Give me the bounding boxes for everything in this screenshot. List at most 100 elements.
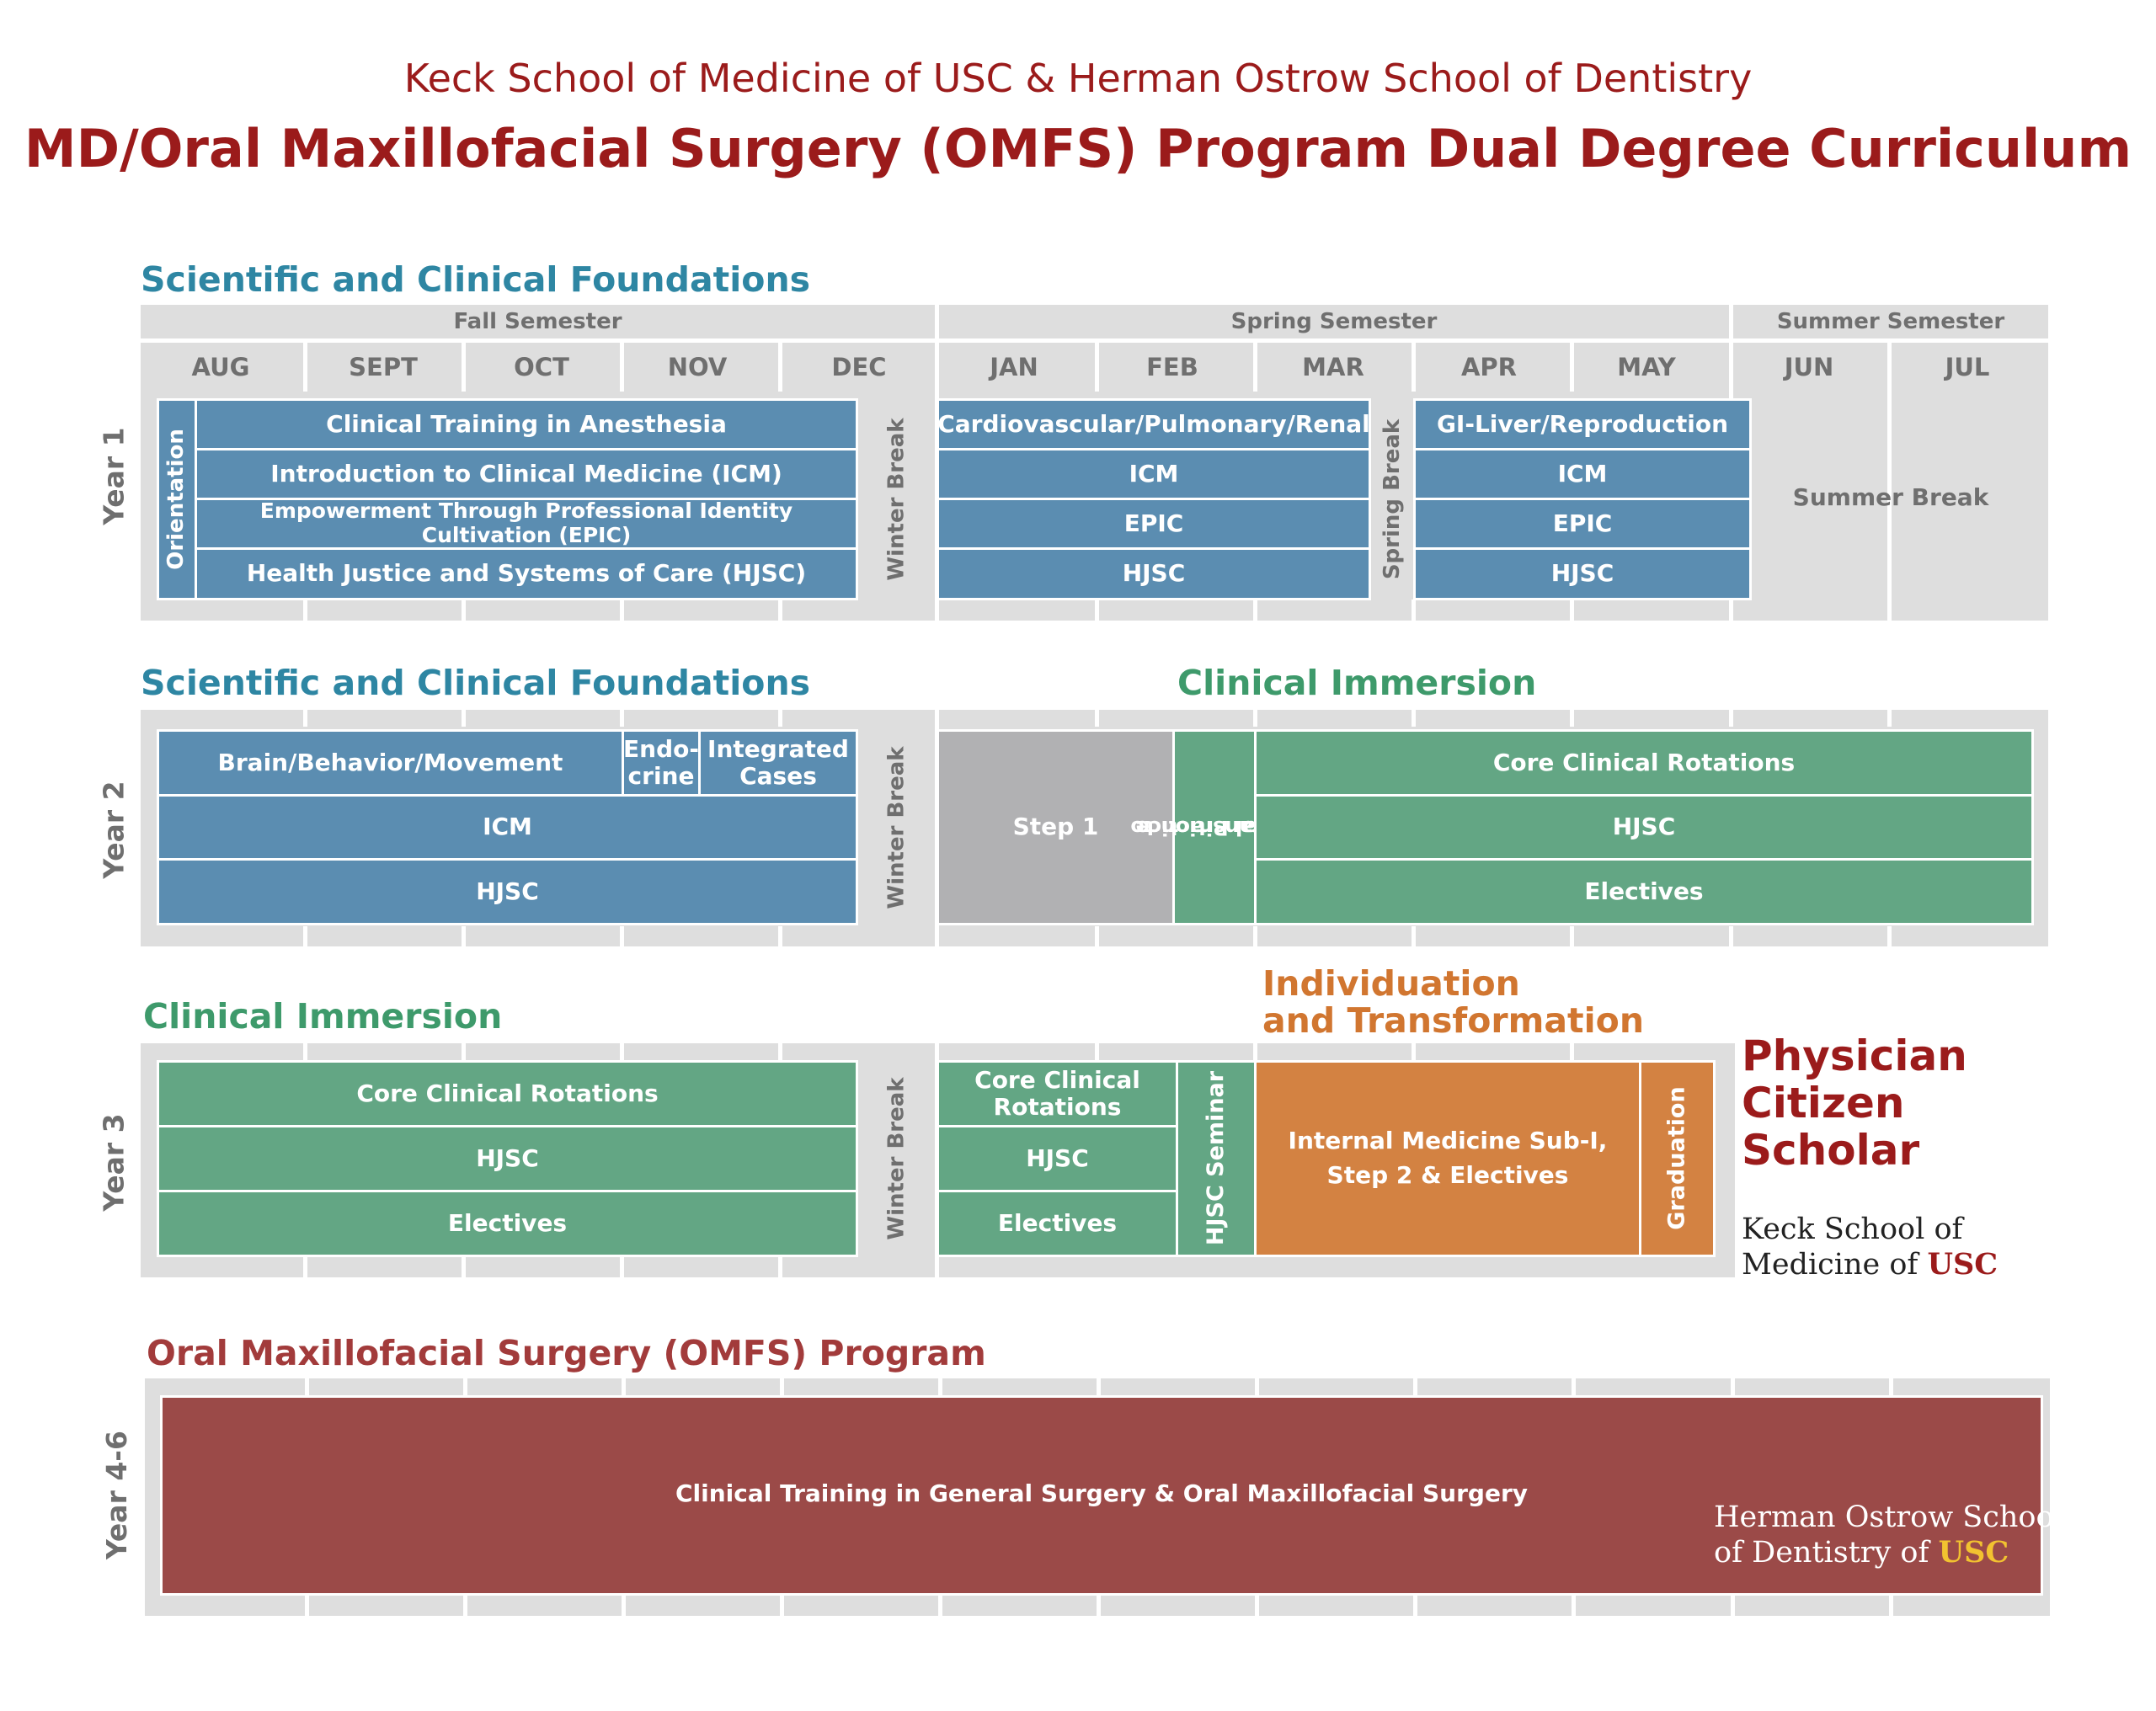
tick: [1731, 1378, 1735, 1395]
im-subi-step2-electives: Internal Medicine Sub-I, Step 2 & Electi…: [1254, 1060, 1641, 1257]
pcs-physician: Physician: [1742, 1031, 1967, 1080]
tick: [1095, 1043, 1099, 1060]
tick: [938, 1595, 942, 1616]
tick: [303, 600, 307, 621]
course-core-clinical-rotations-y2: Core Clinical Rotations: [1254, 729, 2034, 797]
winter-break-label-y3: Winter Break: [884, 1077, 910, 1240]
course-hjsc-spring2: HJSC: [1413, 547, 1752, 600]
tick: [1097, 1378, 1101, 1395]
tick: [463, 1378, 467, 1395]
year1-section-title: Scientific and Clinical Foundations: [141, 259, 811, 300]
tick: [1572, 1378, 1576, 1395]
month-mar: MAR: [1302, 353, 1364, 381]
course-epic-spring: EPIC: [937, 498, 1371, 550]
tick: [1253, 1043, 1257, 1060]
tick: [1729, 926, 1733, 946]
ostrow-logo-line2: of Dentistry of: [1714, 1536, 1929, 1570]
pcs-scholar: Scholar: [1742, 1126, 1920, 1175]
individuation-line1: Individuation: [1262, 963, 1520, 1004]
course-endocrine: Endo- crine: [622, 729, 701, 797]
tick: [1095, 710, 1099, 727]
tick: [1887, 710, 1892, 727]
tick: [778, 710, 782, 727]
tick: [620, 1043, 624, 1060]
year1-label: Year 1: [97, 426, 131, 525]
endo-line1: Endo-: [623, 734, 699, 763]
tick: [780, 1378, 784, 1395]
course-icm-y2: ICM: [157, 794, 858, 861]
month-aug: AUG: [191, 353, 250, 381]
year3-section-title-left: Clinical Immersion: [143, 996, 503, 1037]
pcs-citizen: Citizen: [1742, 1079, 1905, 1127]
tick: [620, 600, 624, 621]
year3-label: Year 3: [97, 1112, 131, 1212]
omfs-training-label: Clinical Training in General Surgery & O…: [675, 1479, 1529, 1507]
course-icm: Introduction to Clinical Medicine (ICM): [195, 448, 858, 500]
tick: [1570, 600, 1574, 621]
year2-section-title-left: Scientific and Clinical Foundations: [141, 663, 811, 703]
tick: [463, 1595, 467, 1616]
ostrow-logo-line1: Herman Ostrow School: [1714, 1500, 2063, 1534]
course-clinical-training-anesthesia: Clinical Training in Anesthesia: [195, 398, 858, 450]
physician-citizen-scholar: Physician Citizen Scholar: [1742, 1032, 1967, 1174]
year4-label: Year 4-6: [99, 1430, 133, 1559]
course-epic: Empowerment Through Professional Identit…: [195, 498, 858, 550]
keck-logo-line1: Keck School of: [1742, 1213, 1963, 1246]
course-core-clinical-rotations-y3: Core Clinical Rotations: [157, 1060, 858, 1127]
month-oct: OCT: [514, 353, 569, 381]
tick: [1889, 1595, 1893, 1616]
tick: [780, 1595, 784, 1616]
tick: [303, 710, 307, 727]
course-electives-y3: Electives: [157, 1190, 858, 1257]
month-feb: FEB: [1146, 353, 1198, 381]
tick: [622, 1378, 626, 1395]
tick: [622, 1595, 626, 1616]
tick: [938, 1378, 942, 1395]
course-hjsc-y2: HJSC: [157, 858, 858, 925]
tick: [1095, 926, 1099, 946]
page-subtitle: Keck School of Medicine of USC & Herman …: [403, 56, 1753, 101]
jun-jul-divider: [1887, 343, 1892, 621]
month-sep: [620, 343, 624, 392]
tick: [1097, 1595, 1101, 1616]
course-hjsc-spring: HJSC: [937, 547, 1371, 600]
tick: [778, 600, 782, 621]
tick: [462, 710, 466, 727]
tick: [1095, 600, 1099, 621]
im-line1: Internal Medicine Sub-I,: [1288, 1127, 1608, 1155]
keck-logo-usc: USC: [1927, 1247, 1999, 1282]
month-apr: APR: [1460, 353, 1518, 381]
winter-break-label-y2: Winter Break: [884, 745, 910, 909]
graduation-block: Graduation: [1639, 1060, 1716, 1257]
integrated-line2: Cases: [739, 762, 817, 790]
tick: [1570, 710, 1574, 727]
endo-line2: crine: [627, 762, 695, 790]
month-dec: DEC: [831, 353, 887, 381]
tick: [462, 600, 466, 621]
tick: [305, 1595, 309, 1616]
tick: [462, 1043, 466, 1060]
tick: [462, 926, 466, 946]
month-sep: [303, 343, 307, 392]
spring-semester-label: Spring Semester: [1230, 309, 1438, 334]
month-nov: NOV: [667, 353, 728, 381]
tick: [1572, 1595, 1576, 1616]
integrated-line1: Integrated: [707, 734, 849, 763]
tick: [1412, 600, 1416, 621]
course-electives-y2: Electives: [1254, 858, 2034, 925]
tick: [1570, 926, 1574, 946]
tick: [303, 1043, 307, 1060]
month-sep: [462, 343, 466, 392]
tick: [303, 1256, 307, 1277]
tick: [778, 1256, 782, 1277]
course-gi-liver-reproduction: GI-Liver/Reproduction: [1413, 398, 1752, 450]
year4-section-title: Oral Maxillofacial Surgery (OMFS) Progra…: [147, 1333, 986, 1373]
course-epic-spring2: EPIC: [1413, 498, 1752, 550]
individuation-line2: and Transformation: [1262, 1000, 1645, 1042]
course-icm-spring: ICM: [937, 448, 1371, 500]
tick: [305, 1378, 309, 1395]
tick: [620, 1256, 624, 1277]
year2-section-title-right: Clinical Immersion: [1177, 663, 1537, 703]
fall-semester-label: Fall Semester: [453, 309, 622, 334]
tick: [1253, 926, 1257, 946]
